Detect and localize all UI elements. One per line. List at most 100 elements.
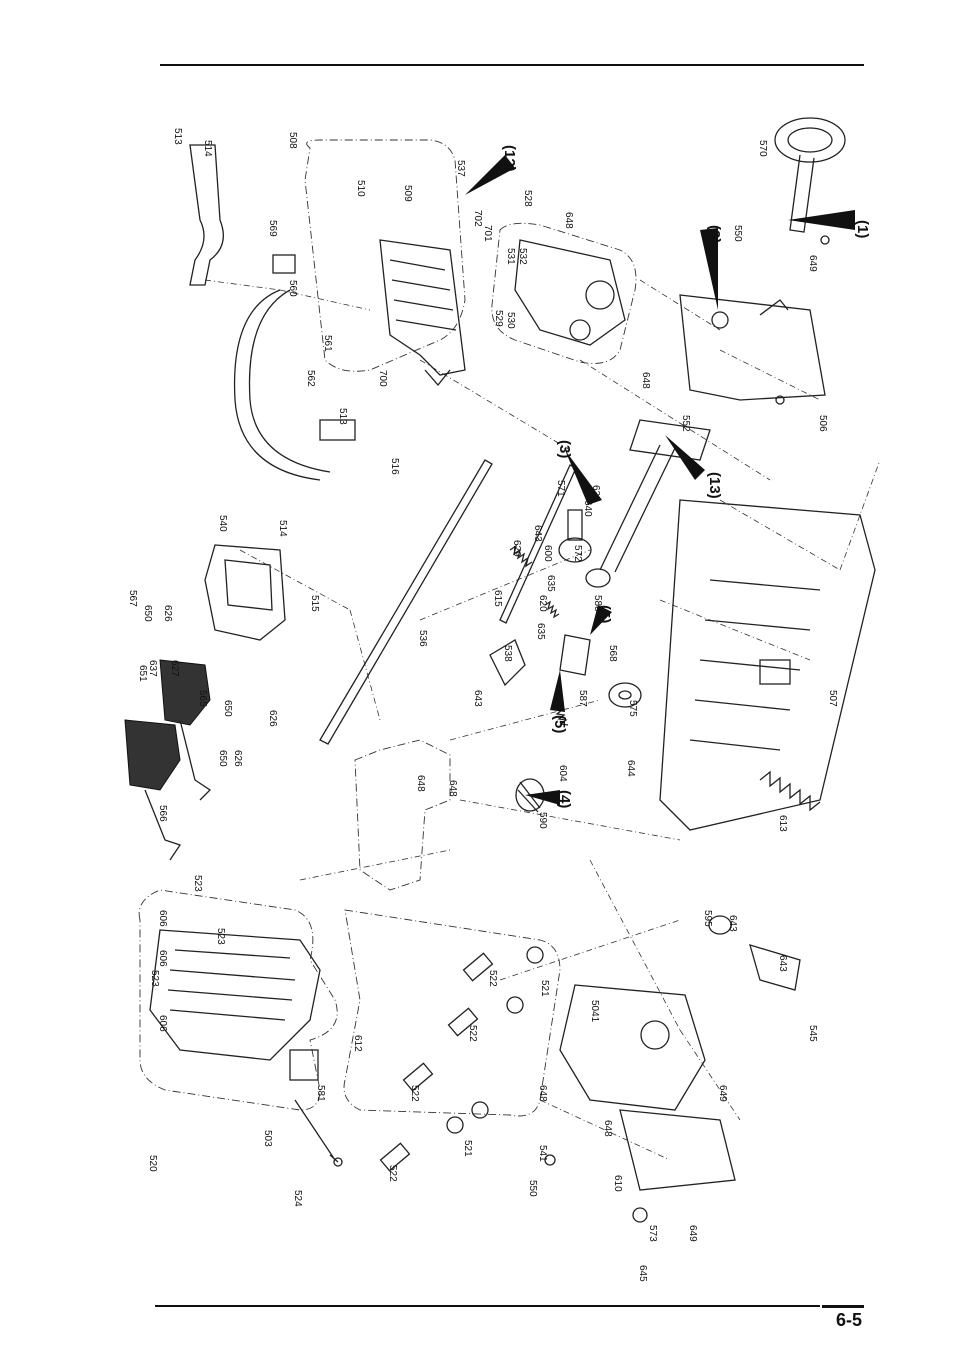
part-label: 606 (157, 950, 168, 967)
part-label: 522 (467, 1025, 478, 1042)
callout-label: (4) (556, 790, 573, 808)
part-label: 541 (537, 1145, 548, 1162)
part-label: 532 (517, 248, 528, 265)
parts (124, 117, 876, 1223)
part-label: 550 (527, 1180, 538, 1197)
part-label: 612 (352, 1035, 363, 1052)
part-label: 528 (522, 190, 533, 207)
part-label: 595 (702, 910, 713, 927)
part-label: 566 (157, 805, 168, 822)
part-label: 572 (572, 545, 583, 562)
callout-pointers (465, 155, 855, 805)
part-label: 503 (262, 1130, 273, 1147)
part-label: 610 (612, 1175, 623, 1192)
part-label: 587 (577, 690, 588, 707)
part-label: 529 (493, 310, 504, 327)
footer-rule (155, 1305, 820, 1307)
part-label: 575 (627, 700, 638, 717)
assembly-boundaries (138, 139, 637, 1117)
part-label: 510 (355, 180, 366, 197)
part-label: 643 (777, 955, 788, 972)
part-label: 637 (147, 660, 158, 677)
part-label: 635 (545, 575, 556, 592)
part-label: 565 (197, 690, 208, 707)
part-label: 648 (537, 1085, 548, 1102)
part-label: 627 (169, 660, 180, 677)
page-number-bar (822, 1305, 864, 1308)
part-label: 644 (625, 760, 636, 777)
part-label: 615 (492, 590, 503, 607)
part-label: 522 (409, 1085, 420, 1102)
part-label: 537 (455, 160, 466, 177)
exploded-parts-diagram: 5135145085105095377027015286485705695605… (124, 117, 881, 1282)
part-label: 620 (537, 595, 548, 612)
part-label: 506 (817, 415, 828, 432)
part-label: 648 (563, 212, 574, 229)
part-label: 650 (222, 700, 233, 717)
part-label: 561 (322, 335, 333, 352)
part-label: 538 (502, 645, 513, 662)
part-label: 550 (732, 225, 743, 242)
part-label: 522 (487, 970, 498, 987)
part-label: 521 (462, 1140, 473, 1157)
part-label: 604 (557, 765, 568, 782)
part-label: 530 (505, 312, 516, 329)
part-label: 514 (277, 520, 288, 537)
callout-label: (5) (596, 605, 613, 623)
part-label: 590 (537, 812, 548, 829)
part-label: 560 (287, 280, 298, 297)
part-label: 648 (602, 1120, 613, 1137)
part-label: 588 (592, 595, 603, 612)
callout-label: (5) (551, 715, 568, 733)
part-label: 701 (482, 225, 493, 242)
part-label: 645 (637, 1265, 648, 1282)
part-label: 629 (511, 540, 522, 557)
callout-label: (13) (706, 472, 723, 499)
part-label: 5041 (589, 1000, 600, 1023)
part-label: 600 (542, 545, 553, 562)
part-label: 508 (287, 132, 298, 149)
part-label: 606 (157, 910, 168, 927)
part-label: 573 (647, 1225, 658, 1242)
callout-label: (3) (556, 440, 573, 458)
leader-lines (204, 279, 881, 1161)
header-rule (160, 64, 864, 66)
part-label: 552 (680, 415, 691, 432)
part-label: 524 (292, 1190, 303, 1207)
part-label: 650 (217, 750, 228, 767)
part-label: 571 (555, 480, 566, 497)
part-label: 531 (505, 248, 516, 265)
part-label: 523 (149, 970, 160, 987)
part-label: 643 (727, 915, 738, 932)
part-label: 650 (142, 605, 153, 622)
part-label: 507 (827, 690, 838, 707)
part-label: 649 (717, 1085, 728, 1102)
part-label: 649 (807, 255, 818, 272)
part-label: 567 (127, 590, 138, 607)
part-label: 513 (337, 408, 348, 425)
part-label: 636 (590, 485, 601, 502)
part-label: 626 (232, 750, 243, 767)
part-label: 509 (402, 185, 413, 202)
part-label: 515 (309, 595, 320, 612)
part-label: 513 (172, 128, 183, 145)
part-label: 648 (640, 372, 651, 389)
part-label: 520 (147, 1155, 158, 1172)
part-label: 606 (157, 1015, 168, 1032)
part-label: 700 (377, 370, 388, 387)
part-label: 540 (217, 515, 228, 532)
part-label: 569 (267, 220, 278, 237)
part-label: 522 (387, 1165, 398, 1182)
part-label: 702 (472, 210, 483, 227)
part-label: 651 (137, 665, 148, 682)
callout-label: (1) (854, 220, 871, 238)
callout-label: (12) (501, 145, 518, 172)
part-label: 648 (415, 775, 426, 792)
part-label: 514 (202, 140, 213, 157)
part-label: 523 (215, 928, 226, 945)
part-label: 648 (447, 780, 458, 797)
part-label: 643 (532, 525, 543, 542)
callout-labels: (1)(2)(3)(13)(5)(5)(4)(12) (501, 145, 871, 808)
part-label: 643 (472, 690, 483, 707)
